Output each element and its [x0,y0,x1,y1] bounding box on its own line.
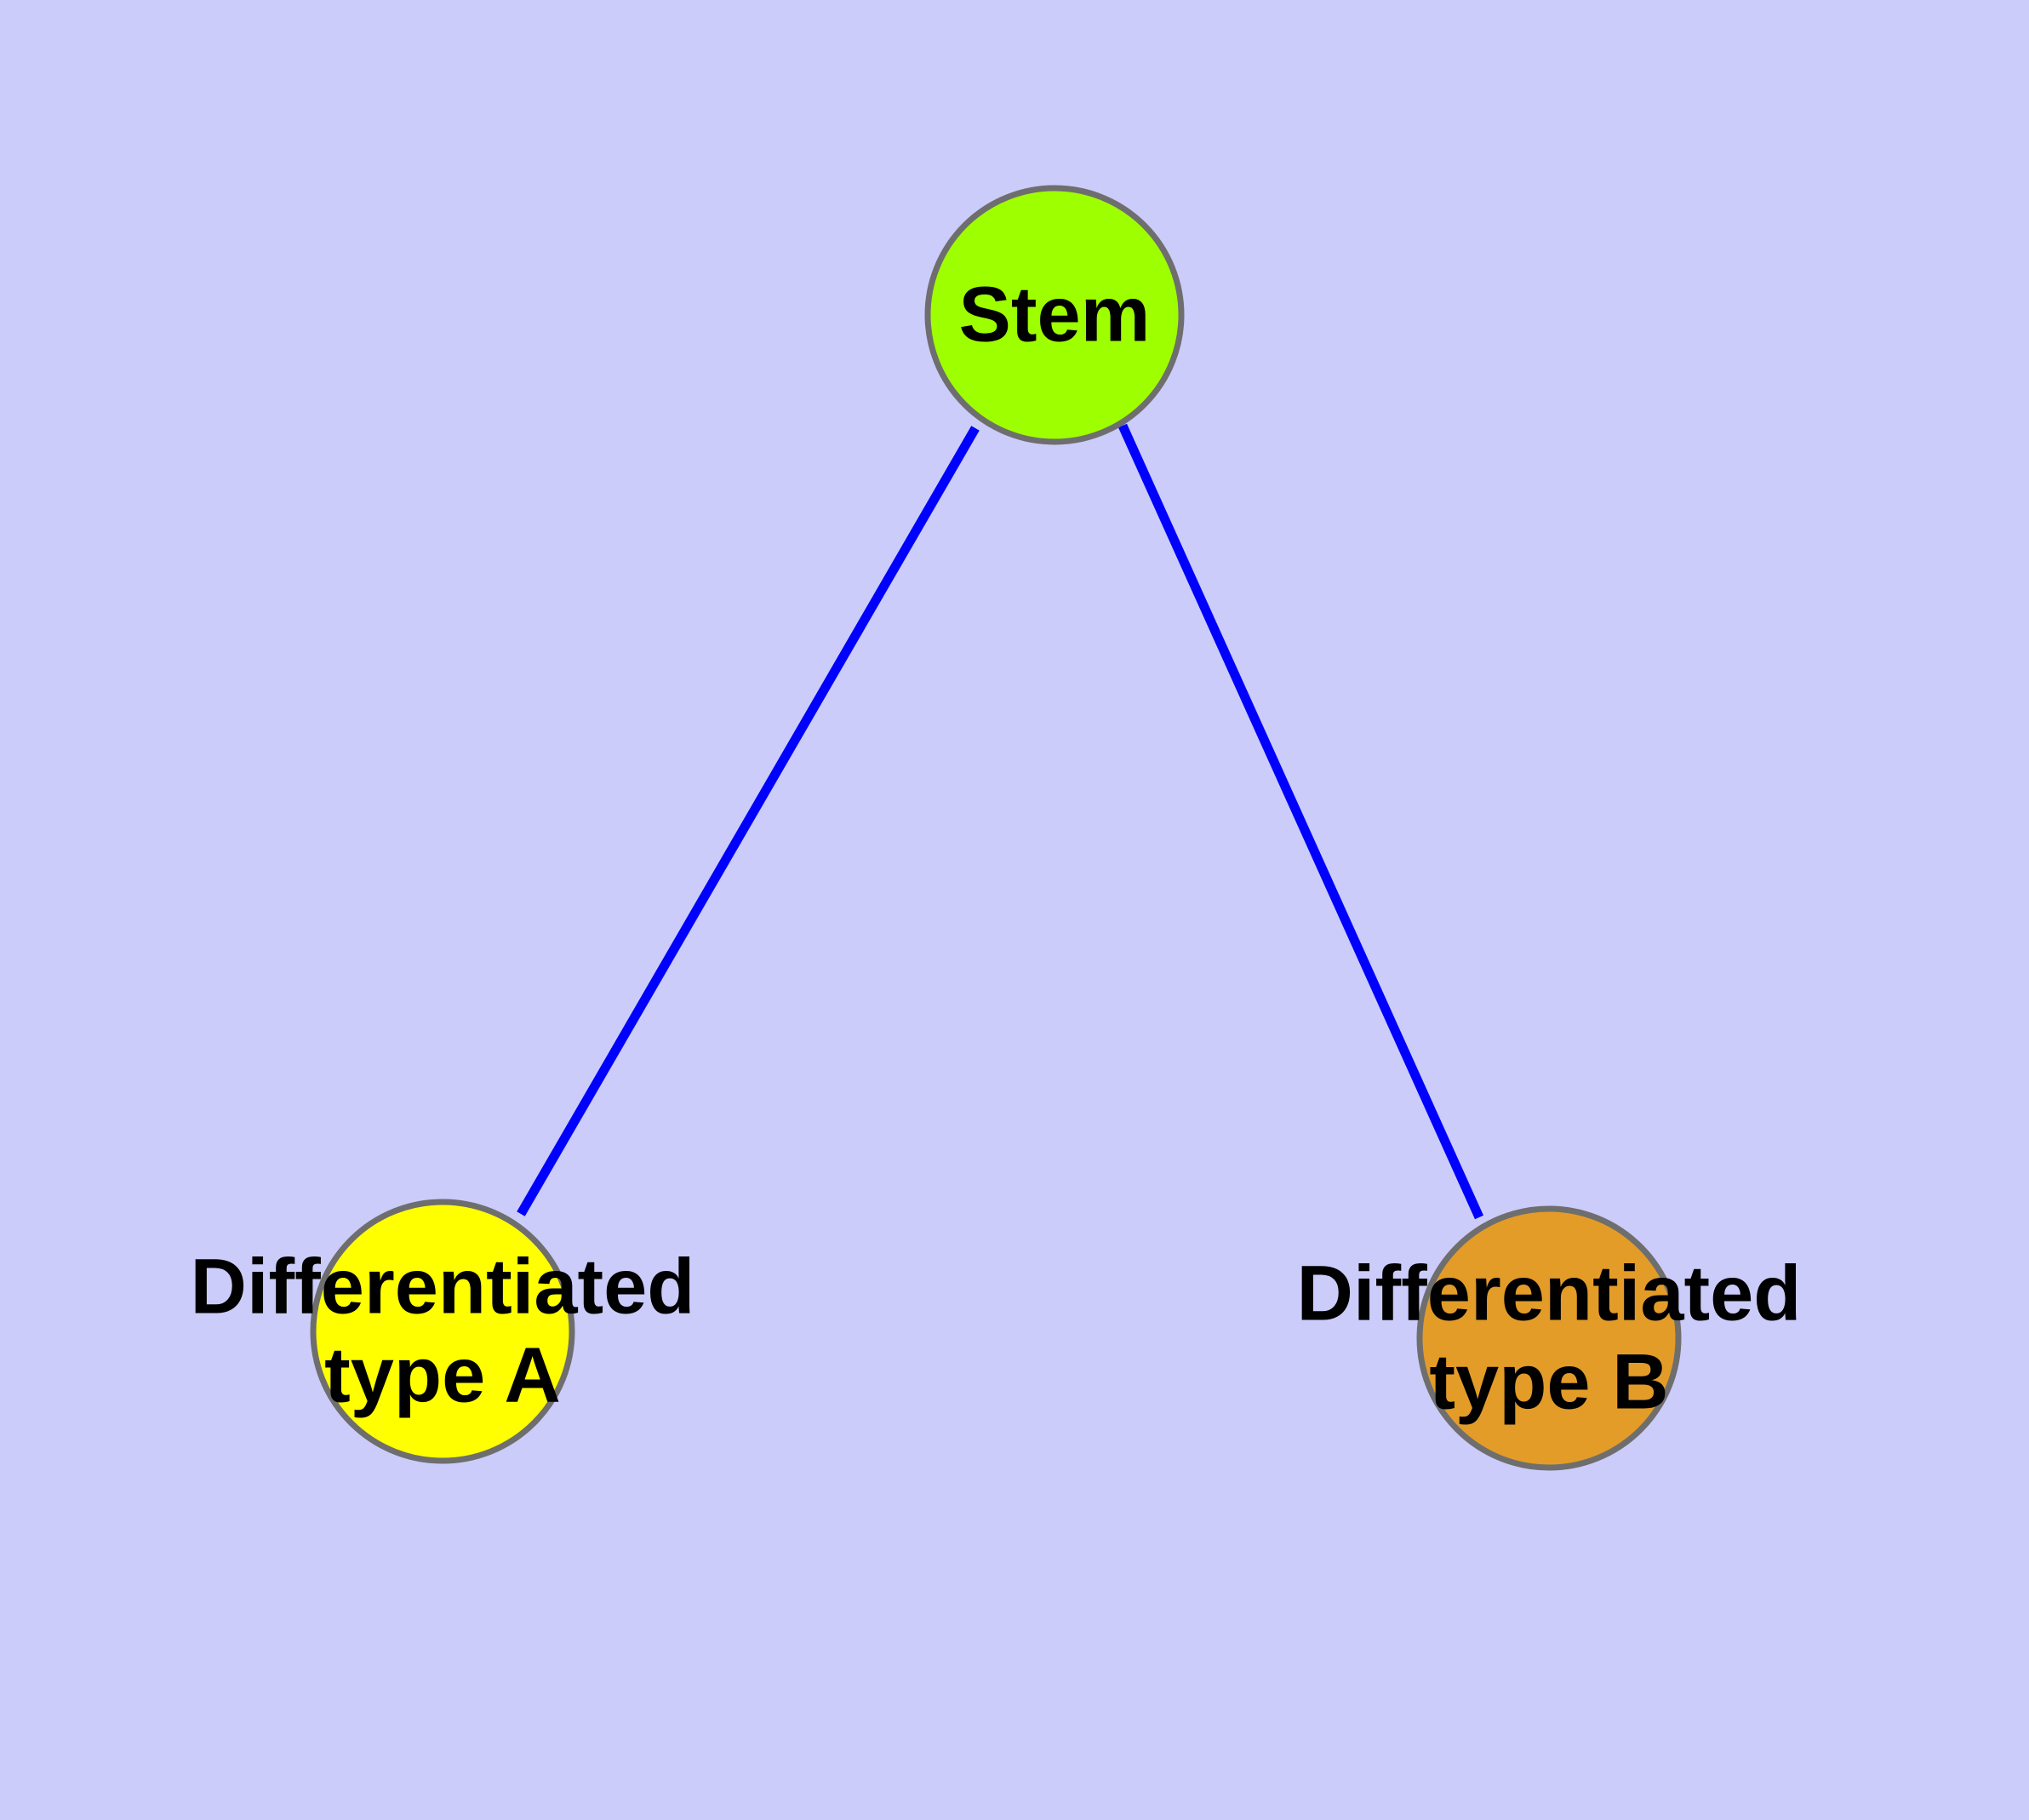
node-stem-circle[interactable] [924,185,1185,445]
node-differentiated-type-a-circle[interactable] [310,1199,575,1464]
edge-stem-to-differentiated-type-a[interactable] [517,426,980,1216]
node-differentiated-type-b-circle[interactable] [1416,1205,1682,1471]
edge-stem-to-differentiated-type-b[interactable] [1117,423,1484,1220]
node-stem[interactable]: Stem [924,185,1185,445]
node-stem-label: Stem [959,272,1151,358]
edges-group [517,423,1484,1220]
